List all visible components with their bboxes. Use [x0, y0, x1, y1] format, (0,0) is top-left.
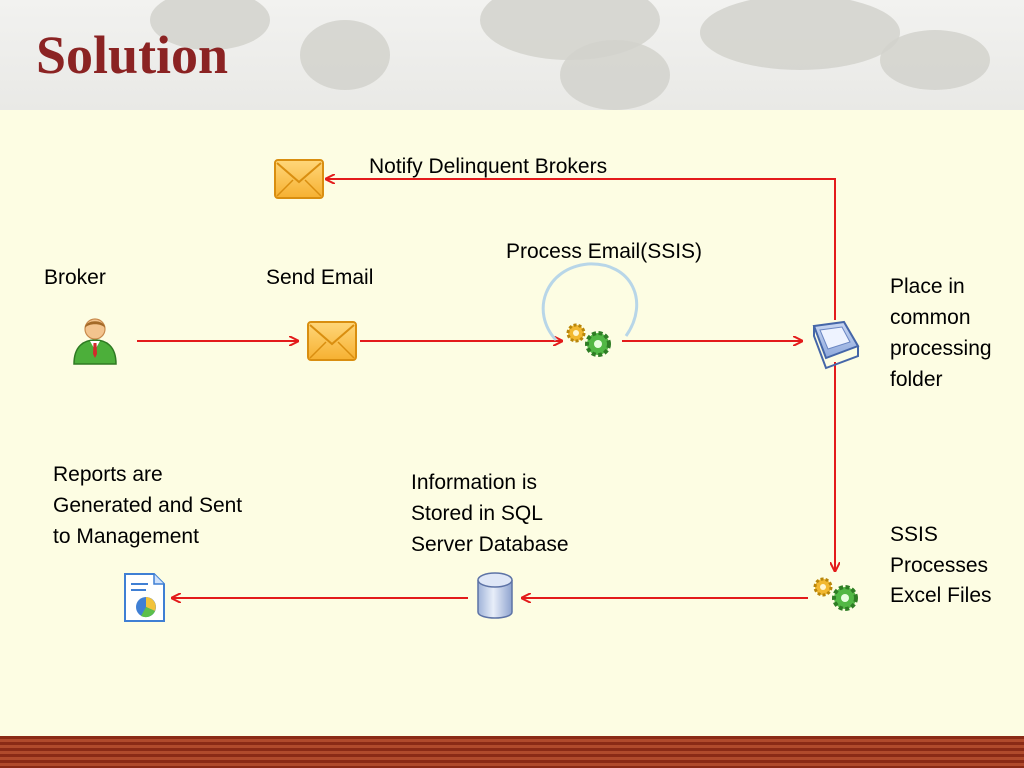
workflow-diagram: [73, 159, 860, 622]
slide-content: [0, 110, 1024, 736]
label-line: Information is: [411, 471, 538, 494]
label-line: Server Database: [411, 533, 569, 556]
send-email-label: Send Email: [266, 266, 374, 289]
broker-label: Broker: [44, 266, 106, 289]
map-decoration: [560, 40, 670, 110]
label-line: Stored in SQL: [411, 502, 543, 525]
gears-icon: [813, 577, 858, 611]
map-decoration: [300, 20, 390, 90]
gears-icon: [566, 323, 611, 357]
map-decoration: [150, 0, 270, 50]
label-line: Excel Files: [890, 584, 992, 607]
broker-icon: [73, 318, 117, 365]
label-line: folder: [890, 368, 943, 391]
label-line: Generated and Sent: [53, 494, 243, 517]
slide-header: Solution: [0, 0, 1024, 110]
email-icon: [274, 159, 324, 199]
arrow-folder-to-notify: [326, 179, 836, 320]
label-line: Processes: [890, 554, 989, 577]
database-icon: [477, 572, 513, 619]
label-line: common: [890, 306, 971, 329]
label-line: to Management: [53, 525, 199, 548]
slide-footer: [0, 736, 1024, 768]
process-email-label: Process Email(SSIS): [506, 240, 703, 263]
label-line: processing: [890, 337, 992, 360]
notify-label: Notify Delinquent Brokers: [369, 155, 608, 178]
slide-title: Solution: [36, 25, 229, 85]
label-line: SSIS: [890, 523, 938, 546]
report-icon: [124, 573, 165, 622]
map-decoration: [700, 0, 900, 70]
map-decoration: [880, 30, 990, 90]
email-icon: [307, 321, 357, 361]
process-loop: [541, 262, 639, 342]
label-line: Reports are: [53, 463, 163, 486]
label-line: Place in: [890, 275, 965, 298]
inbox-tray-icon: [812, 320, 860, 370]
